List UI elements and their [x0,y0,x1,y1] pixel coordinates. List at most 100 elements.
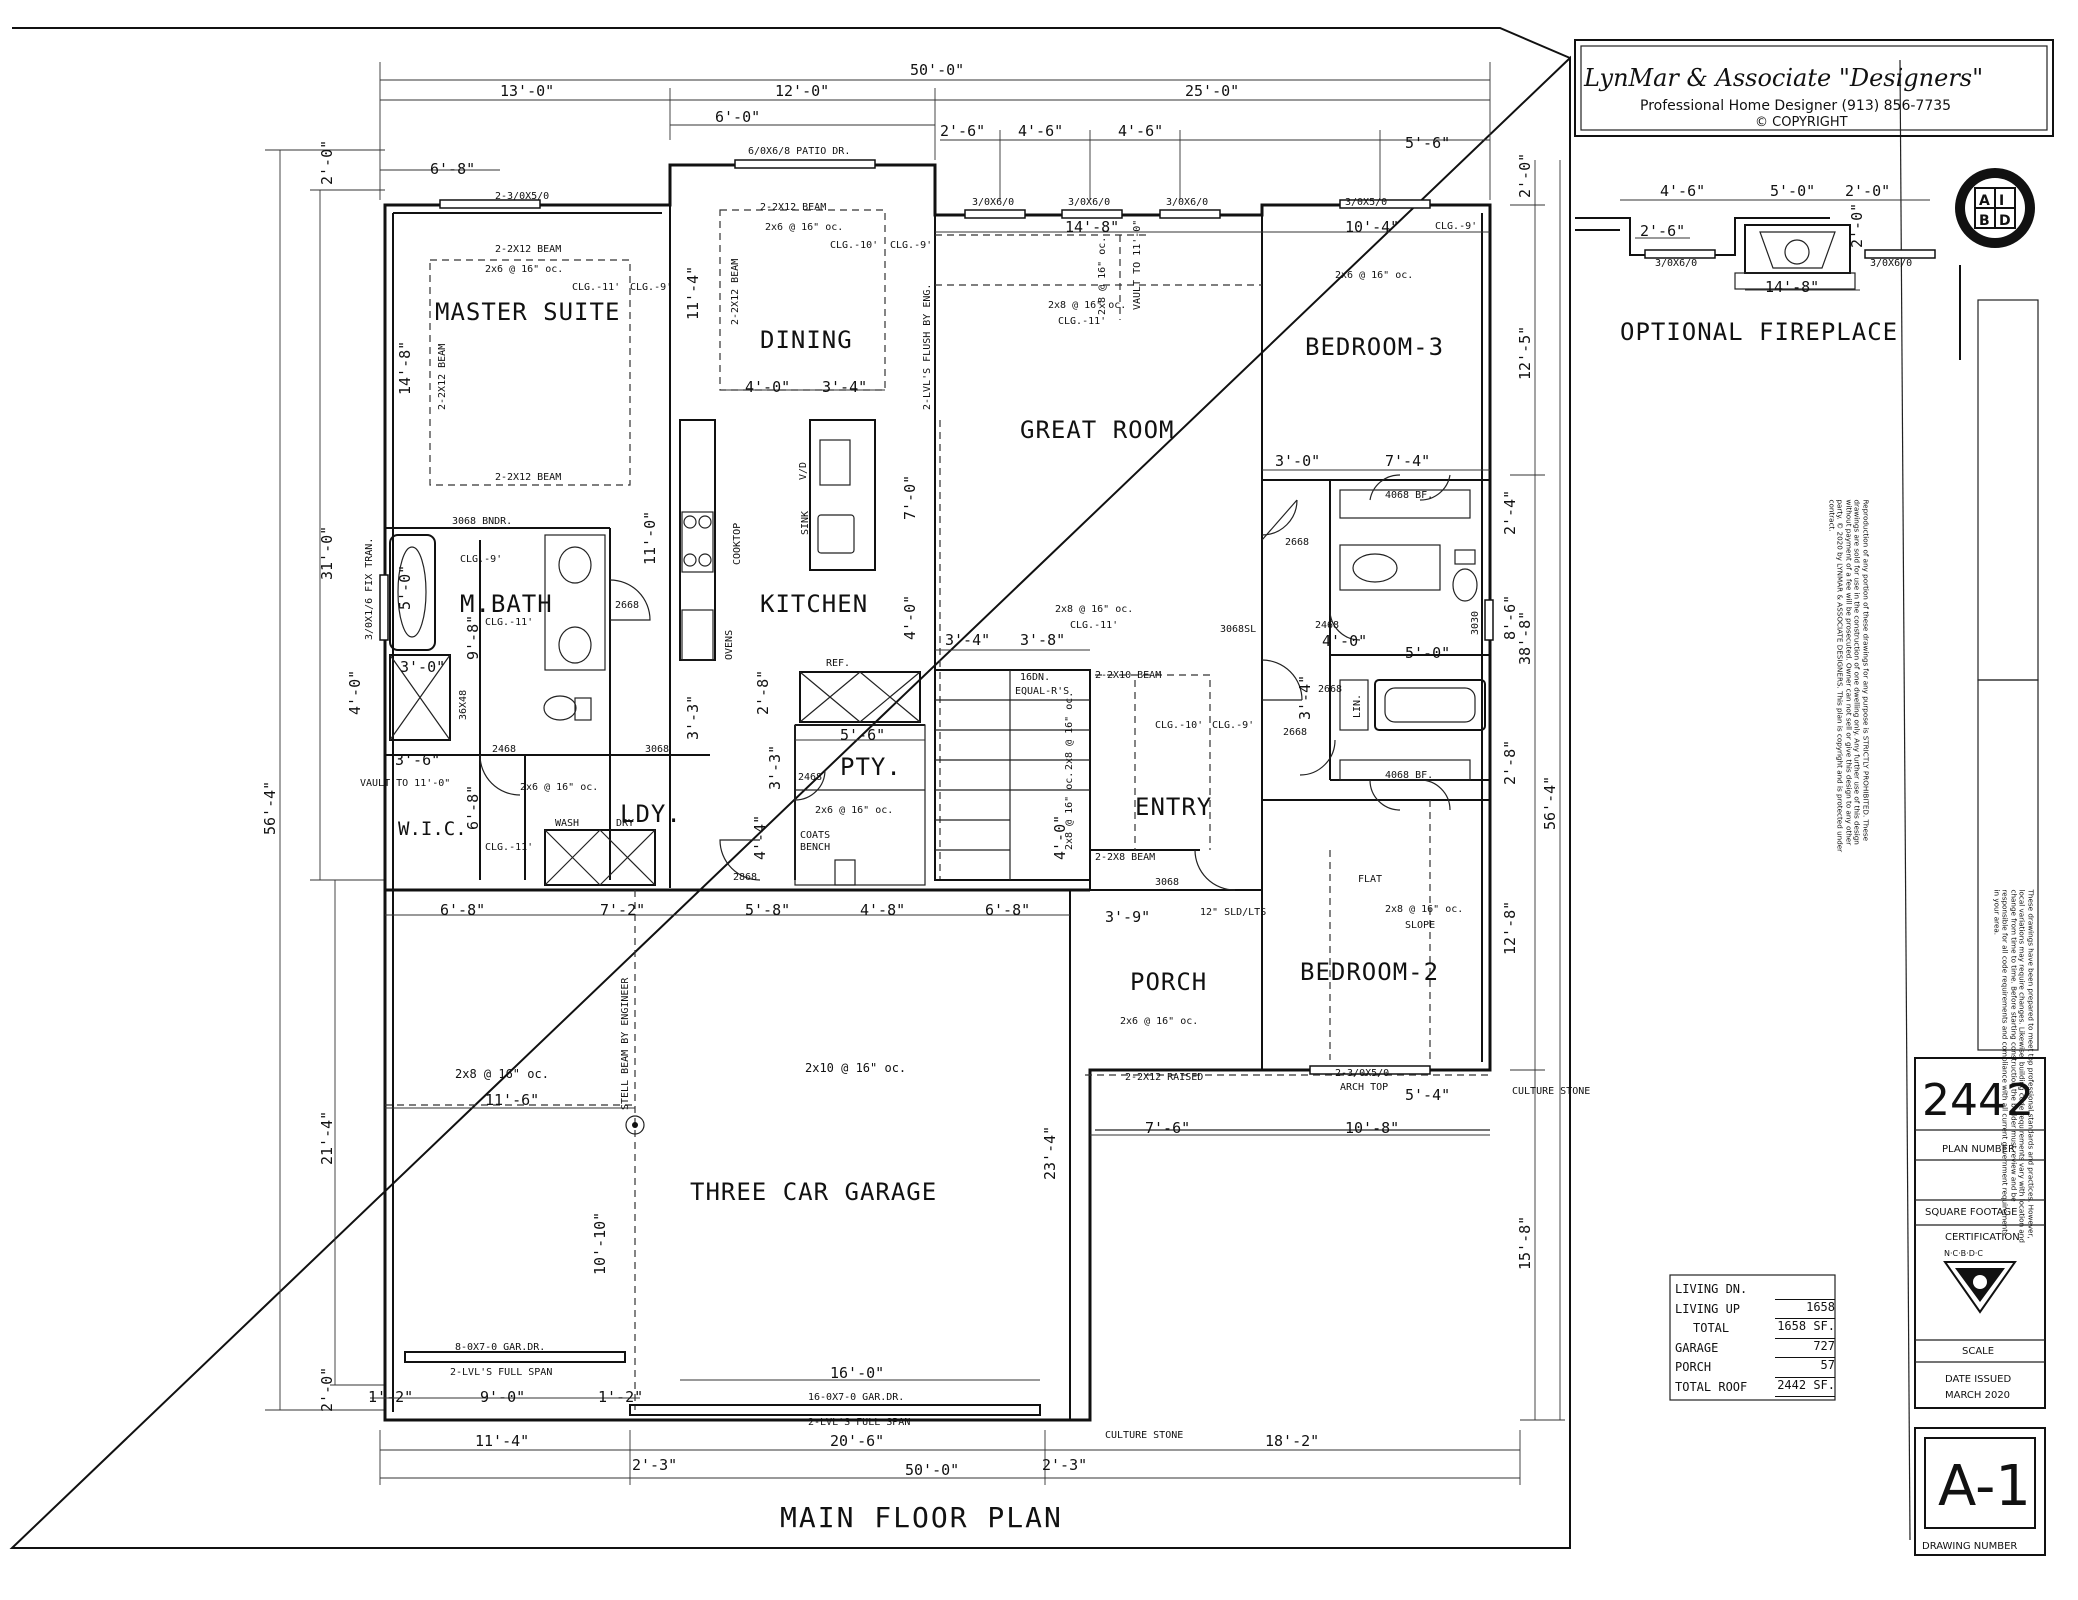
dim-left-6-8: 6'-8" [464,785,482,830]
note-dining-beam-side: 2-2X12 BEAM [730,259,741,325]
dim-in-3-0b: 3'-0" [400,658,445,676]
note-window-gr2: 3/0X6/0 [1068,197,1110,208]
note-mb-clg2: CLG.-11' [485,617,533,628]
note-hall-beam: 2-2X10 BEAM [1095,670,1161,681]
note-garage-joist-1: 2x8 @ 16" oc. [455,1067,549,1081]
fireplace-detail: 4'-6" 5'-0" 2'-0" 2'-6" 2'-0" 14'-8" 3/0… [1575,182,1961,360]
dim-bot-50: 50'-0" [905,1461,959,1479]
dim-in-11-4: 11'-4" [684,266,702,320]
dim-top-25: 25'-0" [1185,82,1239,100]
area-row-label: LIVING UP [1675,1301,1741,1316]
garage-doors [404,1351,1041,1416]
dim-right-12-5: 12'-5" [1516,326,1534,380]
seal-letter-a: A [1979,193,1990,209]
dim-in-4-4: 4'-4" [751,815,769,860]
area-table [1669,1274,1836,1401]
note-dining-clg: CLG.-10' [830,240,878,251]
note-bifold-2: 4068 BF. [1385,770,1433,781]
fp-dim-4-6: 4'-6" [1660,182,1705,200]
left-dimensions: 56'-4" 31'-0" 21'-4" 2'-0" 2'-0" 14'-8" … [261,140,482,1412]
dim-bot-2-3b: 2'-3" [1042,1456,1087,1474]
right-dimensions: 2'-0" 12'-5" 2'-4" 8'-6" 38'-8" 2'-8" 56… [1501,153,1565,1421]
dim-garage-16-0: 16'-0" [830,1364,884,1382]
dim-in-2-8: 2'-8" [754,670,772,715]
certification-label: CERTIFICATION [1945,1232,2020,1243]
notice-standards: These drawings have been prepared to mee… [1992,889,2035,1243]
note-shower: 36X48 [458,690,469,720]
note-window-bath: 3030 [1470,611,1481,635]
area-row-label: TOTAL ROOF [1675,1379,1748,1394]
note-door-3068b: 3068 [1155,877,1179,888]
note-mb-transom: 3/0X1/6 FIX TRAN. [364,538,375,640]
note-garage-lvl-1: 2-LVL'S FULL SPAN [450,1367,552,1378]
dim-garage-11-6: 11'-6" [485,1091,539,1109]
beam-lines [385,209,1490,1410]
note-slope: SLOPE [1405,920,1435,931]
dim-in-4-0d: 4'-0" [1322,632,1367,650]
fp-window-2: 3/0X6/0 [1870,258,1912,269]
dim-bot-11-4: 11'-4" [475,1432,529,1450]
dim-in-3-9: 3'-9" [1105,908,1150,926]
dim-left-56-4: 56'-4" [261,781,279,835]
dim-in-7-0: 7'-0" [901,475,919,520]
note-ms-clg2: CLG.-9' [630,282,672,293]
note-window-master: 2-3/0X5/0 [495,191,549,202]
dim-right-2-8: 2'-8" [1501,740,1519,785]
fp-dim-2-0b: 2'-0" [1848,203,1866,248]
note-stair-joist2: 2x8 @ 16" oc. [1064,772,1075,850]
area-row-value: 1658 SF. [1775,1319,1835,1339]
note-gr-joist: 2x8 @ 16" oc. [1048,300,1126,311]
dim-in-5-6: 5'-6" [840,726,885,744]
dim-bot-18-2: 18'-2" [1265,1432,1319,1450]
note-dry: DRY [616,818,634,829]
notice-panels: Reproduction of any portion of these dra… [1827,299,2039,1243]
area-row-label: LIVING DN. [1675,1282,1748,1296]
dim-left-2-0b: 2'-0" [318,1367,336,1412]
plan-notes: 6/0X6/8 PATIO DR. 2-3/0X5/0 3/0X6/0 3/0X… [360,146,1590,1441]
note-window-br3: 3/0X5/0 [1345,197,1387,208]
area-table-row: LIVING DN. [1675,1280,1835,1300]
plan-title: MAIN FLOOR PLAN [780,1501,1061,1534]
note-steel-beam: STELL BEAM BY ENGINEER [620,977,631,1110]
dim-porch-5-4: 5'-4" [1405,1086,1450,1104]
dim-porch-10-8: 10'-8" [1345,1119,1399,1137]
dim-left-4-0: 4'-0" [346,670,364,715]
designer-tagline: Professional Home Designer (913) 856-773… [1640,98,1951,114]
designer-name: LynMar & Associate "Designers" [1583,64,1983,92]
note-sidelites: 12" SLD/LTS [1200,907,1266,918]
room-garage: THREE CAR GARAGE [690,1178,937,1206]
note-door-2468b: 2468 [798,772,822,783]
plan-number: 2442 [1922,1075,2034,1126]
note-ref: REF. [826,658,850,669]
note-br3-joist: 2x6 @ 16" oc. [1335,270,1413,281]
sheet-border [9,27,1911,1549]
dim-left-31: 31'-0" [318,526,336,580]
dim-top-2-6: 2'-6" [940,122,985,140]
note-wash: WASH [555,818,579,829]
note-gr-vault: VAULT TO 11'-0" [1132,220,1143,310]
date-issued-value: MARCH 2020 [1945,1390,2010,1401]
dim-top-13: 13'-0" [500,82,554,100]
kitchen-fixtures [679,419,921,723]
note-lvl-flush: 2-LVL'S FLUSH BY ENG. [922,284,933,410]
note-culture-stone-1: CULTURE STONE [1512,1086,1590,1097]
dim-top-4-6a: 4'-6" [1018,122,1063,140]
note-ms-beam-bot: 2-2X12 BEAM [495,472,561,483]
note-entry-clg: CLG.-10' [1155,720,1203,731]
dim-porch-7-6: 7'-6" [1145,1119,1190,1137]
note-vault-wic: VAULT TO 11'-0" [360,778,450,789]
dim-right-8-6: 8'-6" [1501,595,1519,640]
dim-garage-23-4: 23'-4" [1041,1126,1059,1180]
dim-in-3-6: 3'-6" [395,751,440,769]
note-coats: COATS [800,830,830,841]
dim-mid-4-8: 4'-8" [860,901,905,919]
room-bedroom-2: BEDROOM-2 [1300,958,1439,986]
dim-right-2-0: 2'-0" [1516,153,1534,198]
note-linen: LIN. [1352,694,1363,718]
note-gr-vault-joist: 2x8 @ 16" oc. [1097,237,1108,315]
dim-right-2-4: 2'-4" [1501,490,1519,535]
interior-dimensions: 14'-8" 10'-4" 11'-4" 4'-0" 3'-4" 7'-0" 1… [385,218,1490,1382]
fp-dim-2-0a: 2'-0" [1845,182,1890,200]
